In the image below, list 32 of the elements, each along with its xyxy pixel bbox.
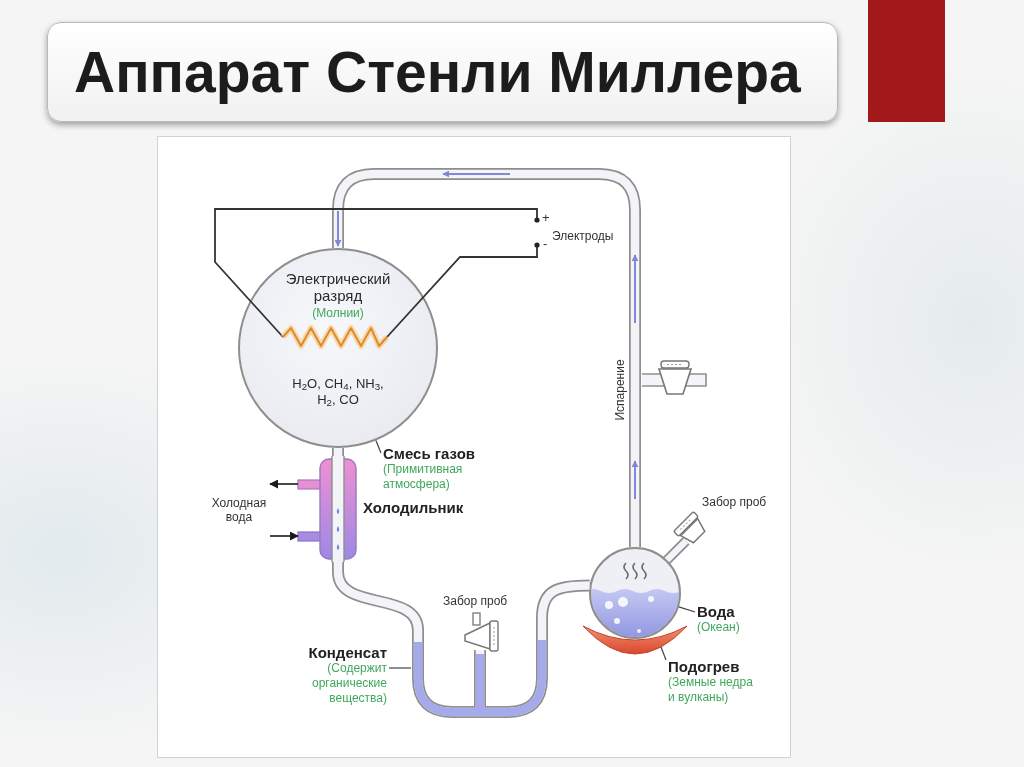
part-label: Вода <box>697 603 735 620</box>
heating-dish <box>583 624 687 654</box>
glass-tube <box>332 168 641 547</box>
part-description: (Океан) <box>697 620 740 635</box>
part-label: Смесь газов <box>383 445 476 462</box>
part-description: (Примитивная атмосфера) <box>383 462 464 492</box>
annotation-label: Забор проб <box>443 594 508 608</box>
part-label: Конденсат <box>308 644 387 661</box>
leader-line <box>678 606 696 613</box>
part-label: Холодильник <box>363 499 464 516</box>
part-description: (Земные недра и вулканы) <box>668 675 754 705</box>
part-label: Электроды <box>552 229 614 243</box>
gas-formula: H$_{2}$O, CH$_{4}$, NH$_{3}$, H$_{2}$, CO <box>291 376 385 408</box>
glass-tube <box>536 579 590 630</box>
leader-line <box>660 646 667 661</box>
title-banner: Аппарат Стенли Миллера <box>47 22 838 122</box>
leader-line <box>388 667 412 669</box>
discharge-label: Электрический разряд <box>284 270 392 304</box>
glass-tube <box>332 448 344 456</box>
discharge-note: (Молнии) <box>312 306 364 321</box>
annotation-label: Забор проб <box>702 495 767 509</box>
polarity-sign: + <box>542 211 550 225</box>
arrow <box>269 479 299 489</box>
edge-label: Испарение <box>613 357 627 423</box>
polarity-sign: - <box>543 237 548 251</box>
annotation-label: Холодная вода <box>210 496 268 524</box>
leader-line <box>375 439 382 454</box>
arrow <box>269 531 299 541</box>
part-label: Подогрев <box>668 658 740 675</box>
glass-tube <box>332 562 424 632</box>
condenser-drawing <box>298 456 360 562</box>
part-description: (Содержит органические вещества) <box>310 661 387 706</box>
